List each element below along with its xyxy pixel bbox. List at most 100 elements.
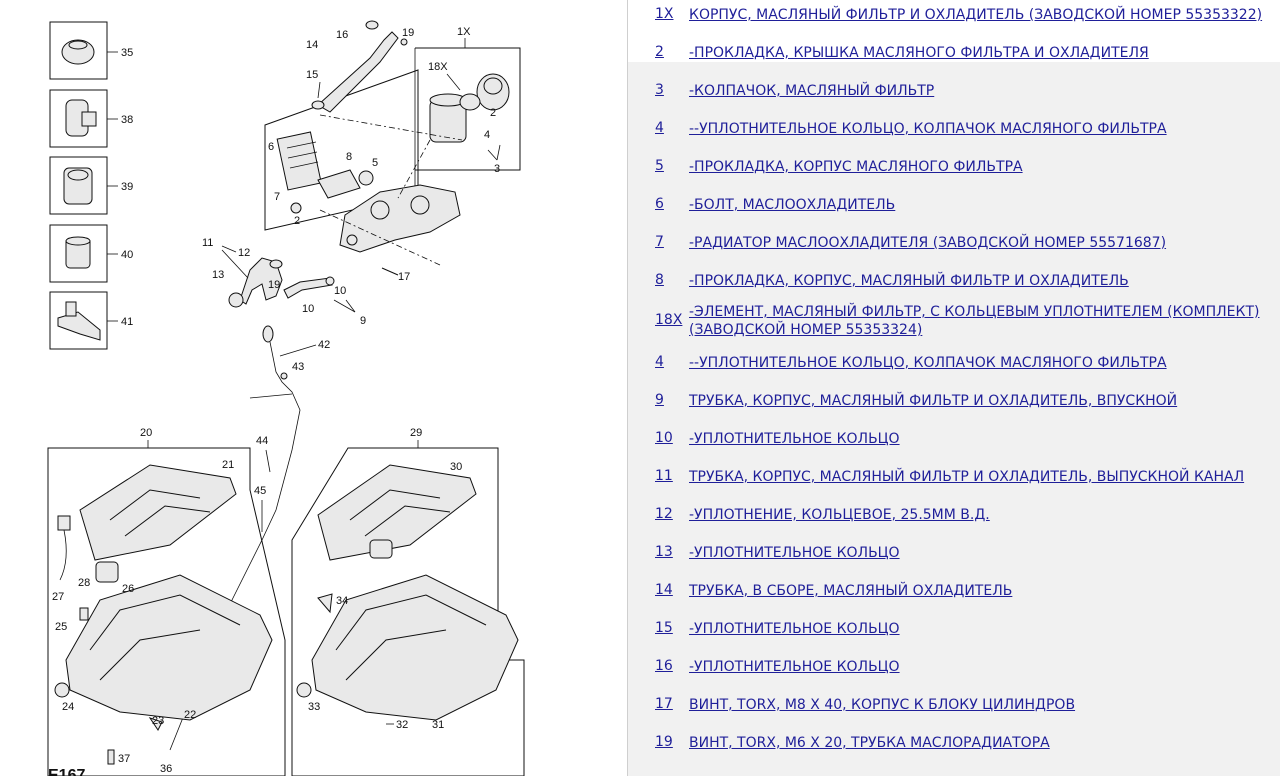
callout-24: 24: [62, 701, 74, 713]
callout-44: 44: [256, 435, 268, 447]
callout-33: 33: [308, 701, 320, 713]
callout-9: 9: [360, 315, 366, 327]
callout-3: 3: [494, 163, 500, 175]
part-description-link[interactable]: ТРУБКА, КОРПУС, МАСЛЯНЫЙ ФИЛЬТР И ОХЛАДИ…: [689, 469, 1245, 485]
callout-27: 27: [52, 591, 64, 603]
part-number[interactable]: 15: [655, 620, 673, 636]
part-description-link[interactable]: -УПЛОТНИТЕЛЬНОЕ КОЛЬЦО: [689, 545, 900, 561]
callout-36: 36: [160, 763, 172, 775]
kit-box-40[interactable]: 40: [49, 224, 133, 283]
part-number[interactable]: 16: [655, 658, 673, 674]
part-description-link[interactable]: -ЭЛЕМЕНТ, МАСЛЯНЫЙ ФИЛЬТР, С КОЛЬЦЕВЫМ У…: [689, 304, 1260, 338]
part-number[interactable]: 5: [655, 158, 664, 174]
part-number[interactable]: 3: [655, 82, 664, 98]
callout-5: 5: [372, 157, 378, 169]
part-description-link[interactable]: -ПРОКЛАДКА, КОРПУС, МАСЛЯНЫЙ ФИЛЬТР И ОХ…: [689, 273, 1129, 289]
callout-4: 4: [484, 129, 490, 141]
part-description-link[interactable]: -ПРОКЛАДКА, КОРПУС МАСЛЯНОГО ФИЛЬТРА: [689, 159, 1023, 175]
part-description-link[interactable]: ТРУБКА, КОРПУС, МАСЛЯНЫЙ ФИЛЬТР И ОХЛАДИ…: [689, 393, 1178, 409]
panel-divider: [627, 0, 628, 776]
part-number[interactable]: 10: [655, 430, 673, 446]
callout-34: 34: [336, 595, 348, 607]
part-description-link[interactable]: -УПЛОТНЕНИЕ, КОЛЬЦЕВОЕ, 25.5ММ В.Д.: [689, 507, 990, 523]
part-number[interactable]: 14: [655, 582, 673, 598]
kit-box-39[interactable]: 39: [49, 156, 133, 215]
callout-13: 13: [212, 269, 224, 281]
part-number[interactable]: 11: [655, 468, 673, 484]
callout-19a: 19: [402, 27, 414, 39]
callout-35: 35: [121, 47, 133, 59]
part-description-link[interactable]: -КОЛПАЧОК, МАСЛЯНЫЙ ФИЛЬТР: [689, 83, 935, 99]
part-description-link[interactable]: -УПЛОТНИТЕЛЬНОЕ КОЛЬЦО: [689, 659, 900, 675]
oil-pan-group-29[interactable]: [291, 440, 525, 777]
part-description-link[interactable]: --УПЛОТНИТЕЛЬНОЕ КОЛЬЦО, КОЛПАЧОК МАСЛЯН…: [689, 121, 1167, 137]
part-description-link[interactable]: -ПРОКЛАДКА, КРЫШКА МАСЛЯНОГО ФИЛЬТРА И О…: [689, 45, 1149, 61]
callout-22: 22: [184, 709, 196, 721]
callout-11: 11: [202, 237, 213, 249]
callout-21: 21: [222, 459, 234, 471]
part-number[interactable]: 13: [655, 544, 673, 560]
callout-40: 40: [121, 249, 133, 261]
part-description-link[interactable]: -БОЛТ, МАСЛООХЛАДИТЕЛЬ: [689, 197, 896, 213]
callout-29: 29: [410, 427, 422, 439]
part-number[interactable]: 8: [655, 272, 664, 288]
callout-16: 16: [336, 29, 348, 41]
callout-19b: 19: [268, 279, 280, 291]
part-description-link[interactable]: -УПЛОТНИТЕЛЬНОЕ КОЛЬЦО: [689, 621, 900, 637]
callout-1x: 1X: [457, 26, 471, 38]
callout-6: 6: [268, 141, 274, 153]
part-number[interactable]: 4: [655, 354, 664, 370]
part-number[interactable]: 12: [655, 506, 673, 522]
part-number[interactable]: 17: [655, 696, 673, 712]
part-description-link[interactable]: ВИНТ, TORX, M6 X 20, ТРУБКА МАСЛОРАДИАТО…: [689, 735, 1050, 751]
kit-box-41[interactable]: 41: [49, 291, 133, 350]
figure-code: E167: [48, 767, 85, 776]
callout-37: 37: [118, 753, 130, 765]
part-description-link[interactable]: -УПЛОТНИТЕЛЬНОЕ КОЛЬЦО: [689, 431, 900, 447]
callout-14: 14: [306, 39, 318, 51]
callout-45: 45: [254, 485, 266, 497]
callout-2: 2: [490, 107, 496, 119]
callout-10a: 10: [302, 303, 314, 315]
callout-25: 25: [55, 621, 67, 633]
part-number[interactable]: 7: [655, 234, 664, 250]
callout-39: 39: [121, 181, 133, 193]
exploded-view-drawing: 35 38 39 40 41 1X: [47, 20, 525, 780]
part-description-link[interactable]: --УПЛОТНИТЕЛЬНОЕ КОЛЬЦО, КОЛПАЧОК МАСЛЯН…: [689, 355, 1167, 371]
callout-31: 31: [432, 719, 444, 731]
callout-10b: 10: [334, 285, 346, 297]
callout-43: 43: [292, 361, 304, 373]
part-number[interactable]: 9: [655, 392, 664, 408]
part-description-link[interactable]: -РАДИАТОР МАСЛООХЛАДИТЕЛЯ (ЗАВОДСКОЙ НОМ…: [689, 235, 1167, 251]
oil-pan-group-20[interactable]: [47, 440, 286, 777]
callout-28: 28: [78, 577, 90, 589]
part-number[interactable]: 18X: [655, 312, 683, 328]
callout-38: 38: [121, 114, 133, 126]
part-number[interactable]: 2: [655, 44, 664, 60]
callout-12: 12: [238, 247, 250, 259]
callout-18x: 18X: [428, 61, 448, 73]
part-description-link[interactable]: ТРУБКА, В СБОРЕ, МАСЛЯНЫЙ ОХЛАДИТЕЛЬ: [689, 583, 1013, 599]
callout-30: 30: [450, 461, 462, 473]
parts-list: 1X КОРПУС, МАСЛЯНЫЙ ФИЛЬТР И ОХЛАДИТЕЛЬ …: [628, 0, 1280, 776]
part-number[interactable]: 6: [655, 196, 664, 212]
callout-2b: 2: [294, 215, 300, 227]
callout-15: 15: [306, 69, 318, 81]
callout-20: 20: [140, 427, 152, 439]
kit-box-38[interactable]: 38: [49, 89, 133, 148]
part-number[interactable]: 19: [655, 734, 673, 750]
callout-26: 26: [122, 583, 134, 595]
callout-17: 17: [398, 271, 410, 283]
callout-42: 42: [318, 339, 330, 351]
oil-tubes[interactable]: [228, 257, 399, 308]
callout-23: 23: [152, 715, 164, 727]
part-number[interactable]: 4: [655, 120, 664, 136]
oil-filter-housing-assembly[interactable]: 1X: [264, 20, 521, 266]
part-description-link[interactable]: КОРПУС, МАСЛЯНЫЙ ФИЛЬТР И ОХЛАДИТЕЛЬ (ЗА…: [689, 7, 1263, 23]
kit-box-35[interactable]: 35: [49, 21, 133, 80]
part-description-link[interactable]: ВИНТ, TORX, M8 X 40, КОРПУС К БЛОКУ ЦИЛИ…: [689, 697, 1076, 713]
callout-41: 41: [121, 316, 133, 328]
callout-32: 32: [396, 719, 408, 731]
callout-8: 8: [346, 151, 352, 163]
part-number[interactable]: 1X: [655, 6, 674, 22]
